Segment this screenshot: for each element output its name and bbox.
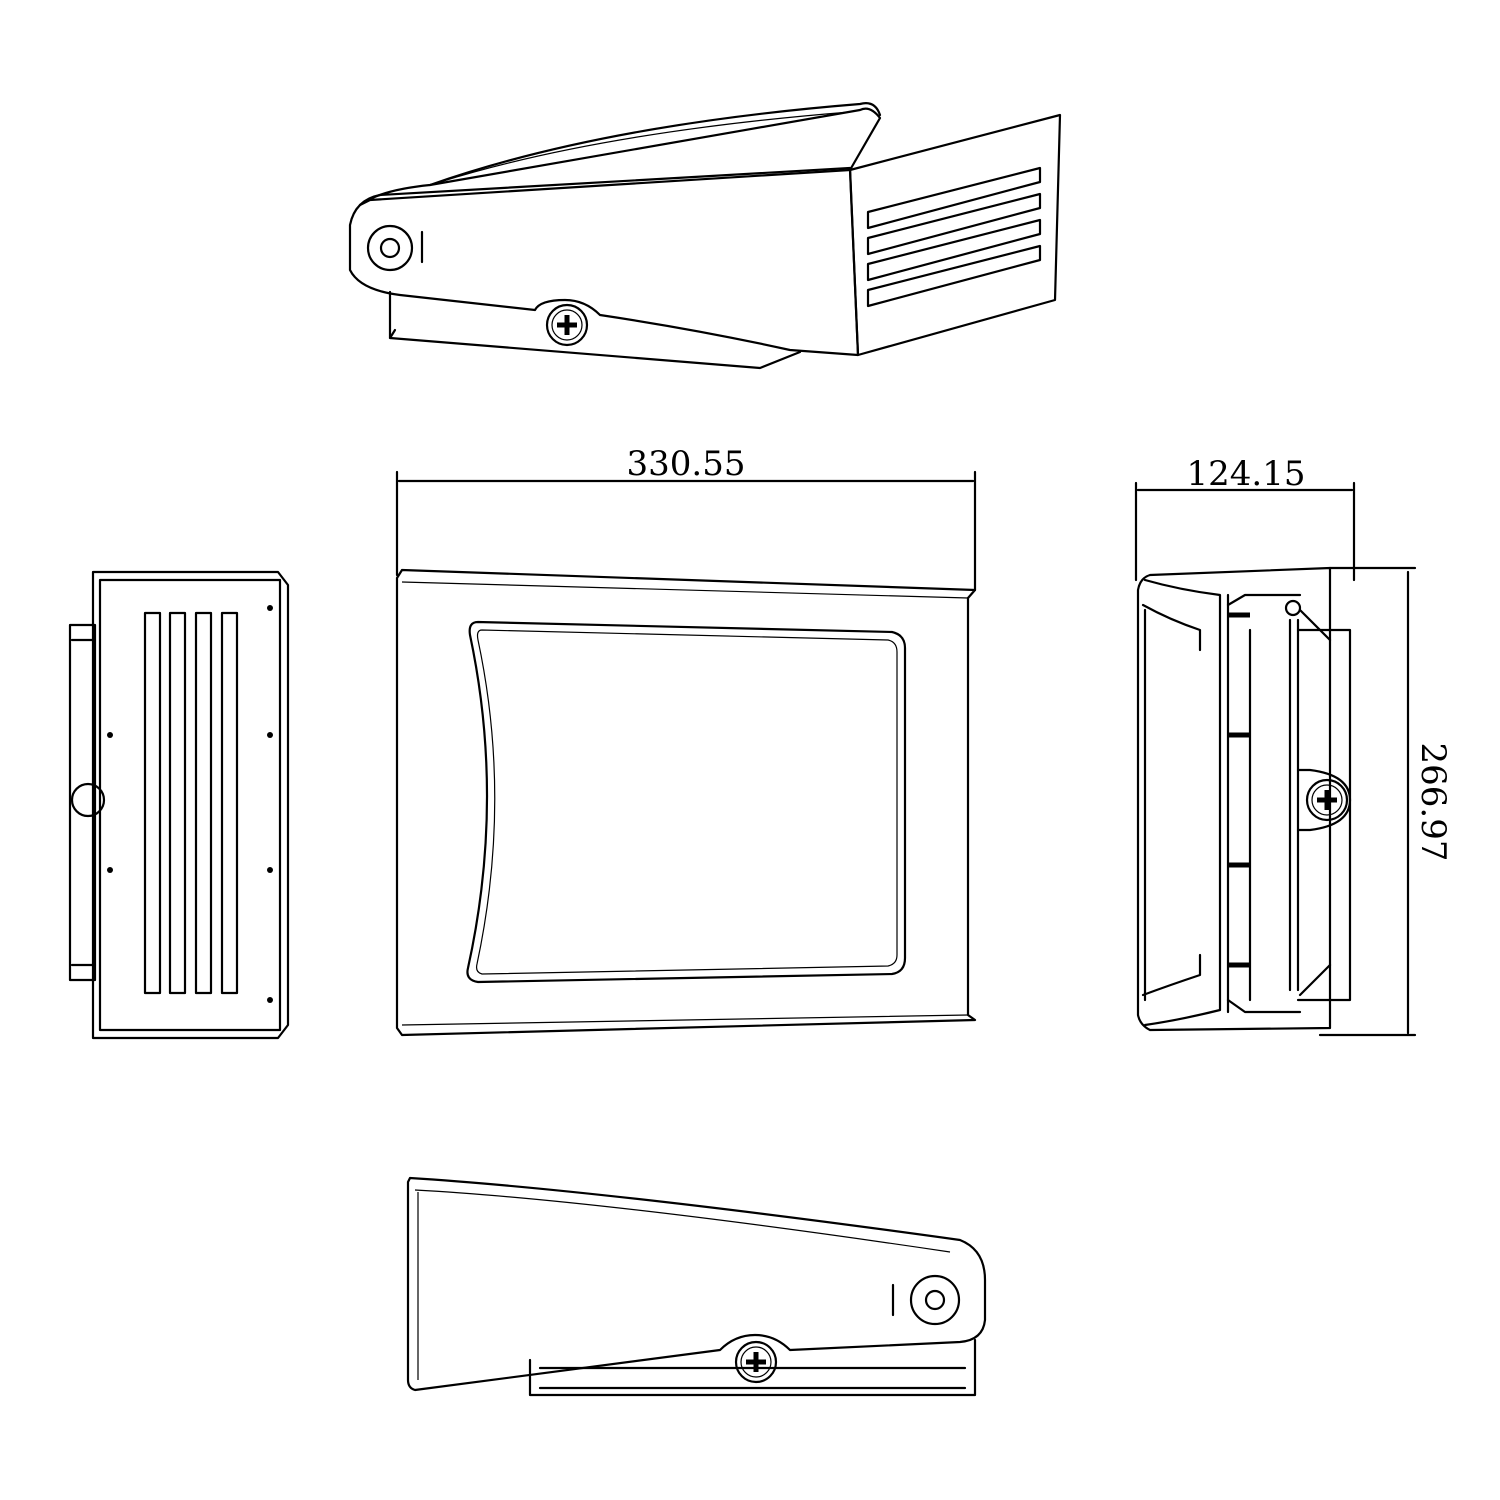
adjust-knob-icon xyxy=(909,1274,961,1326)
isometric-view xyxy=(348,102,1062,370)
mounting-screw-icon xyxy=(736,1342,776,1382)
height-dimension: 266.97 xyxy=(1318,566,1453,1037)
side-profile-view xyxy=(1136,566,1352,1032)
depth-dimension: 124.15 xyxy=(1134,454,1356,582)
adjust-knob-icon xyxy=(366,224,414,272)
end-grille-view xyxy=(68,570,290,1040)
depth-dimension-label: 124.15 xyxy=(1187,454,1306,494)
front-view xyxy=(395,568,977,1037)
width-dimension: 330.55 xyxy=(395,444,977,592)
width-dimension-label: 330.55 xyxy=(627,444,746,484)
mounting-screw-icon xyxy=(547,305,587,345)
bottom-side-view xyxy=(406,1176,987,1397)
mounting-screw-icon xyxy=(1307,780,1347,820)
height-dimension-label: 266.97 xyxy=(1413,743,1453,862)
